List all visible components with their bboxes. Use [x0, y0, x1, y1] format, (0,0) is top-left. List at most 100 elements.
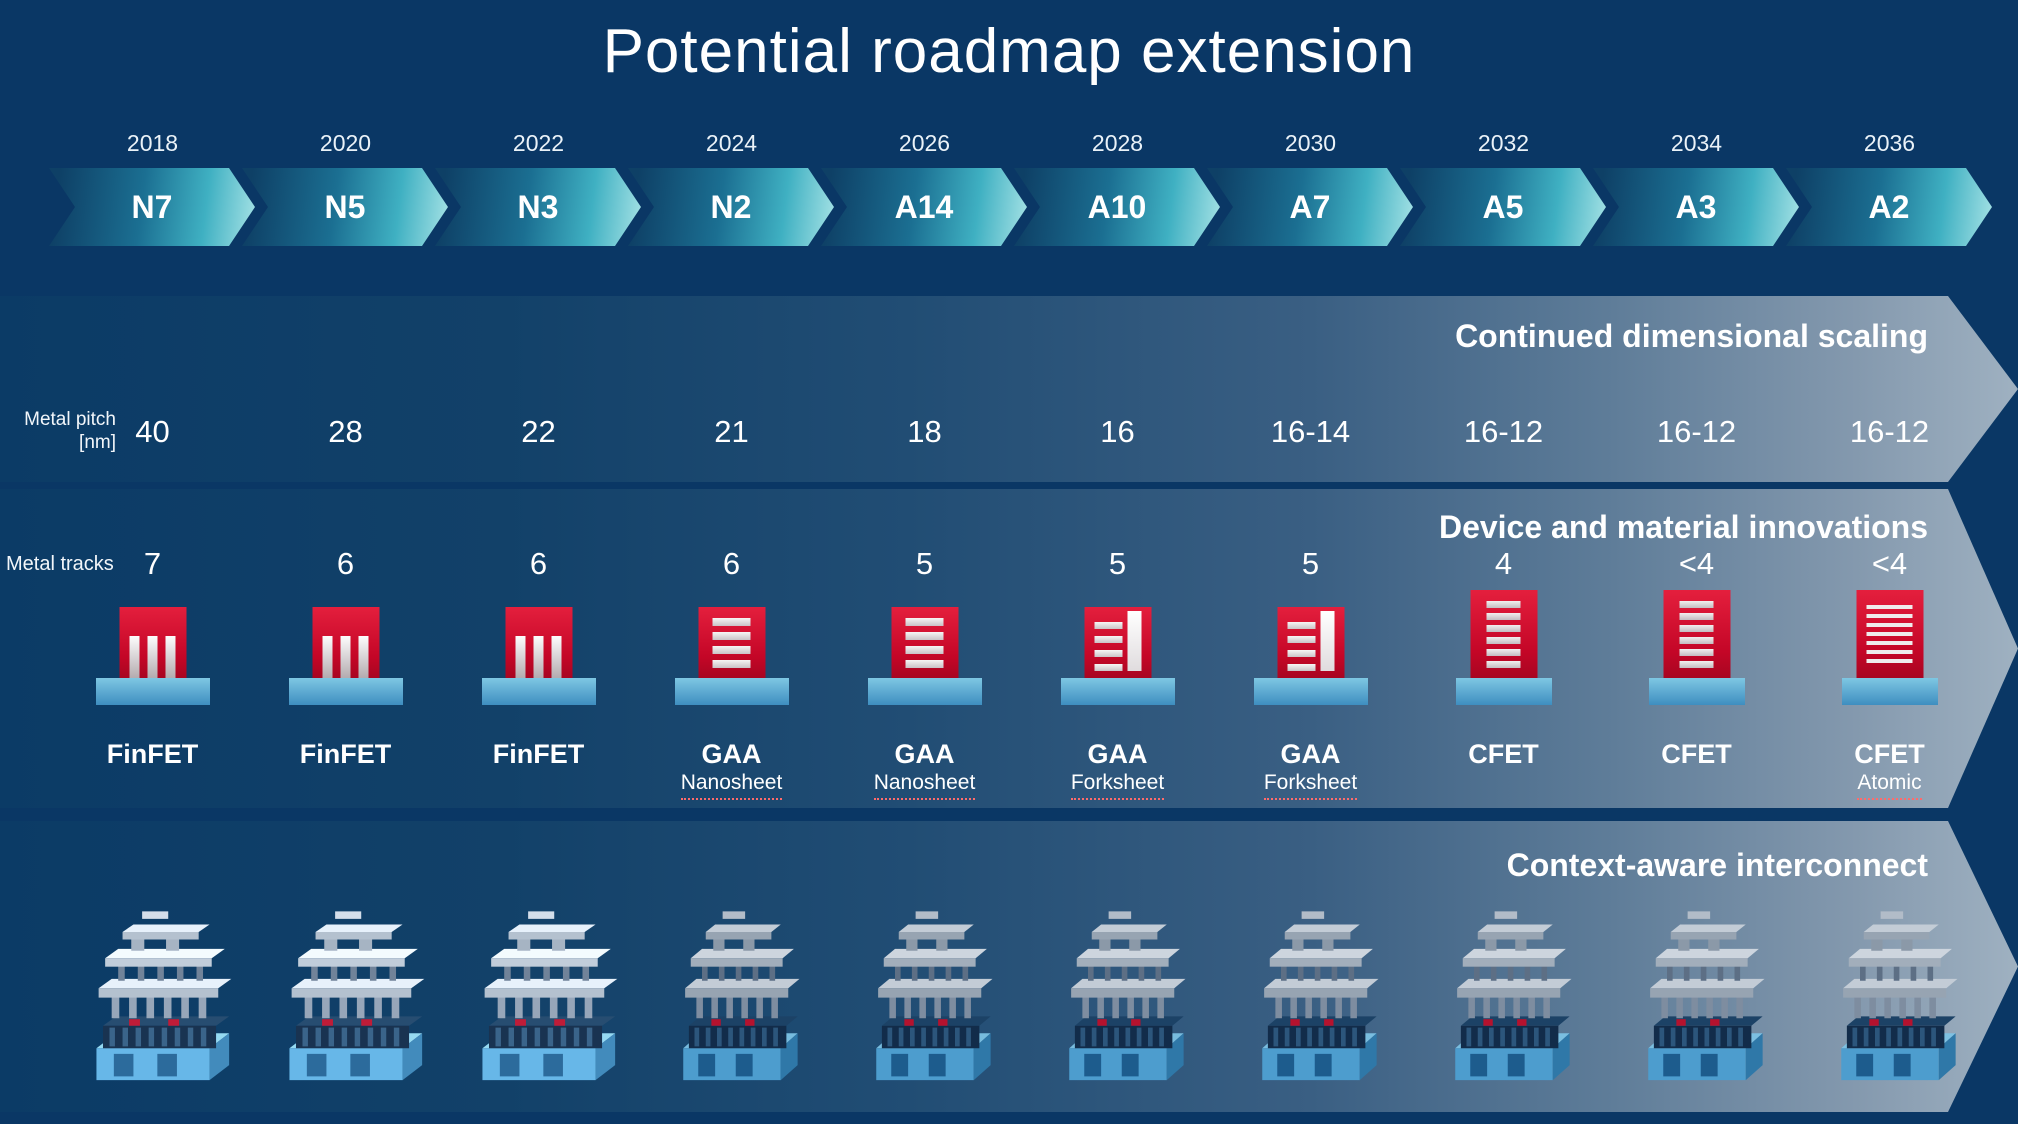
device-name: GAA	[1280, 739, 1341, 769]
device-name: GAA	[1087, 739, 1148, 769]
device-subname: Atomic	[1793, 770, 1986, 800]
device-red-block	[1663, 590, 1730, 678]
node-chevron: A3	[1593, 168, 1799, 246]
node-chevron: A2	[1786, 168, 1992, 246]
metal-tracks-values-row: 7 6 6 6 5 5 5 4 <4 <4	[0, 544, 1986, 584]
year-label: 2020	[319, 130, 372, 156]
interconnect-renders-row	[0, 897, 1986, 1102]
metal-pitch-value: 21	[714, 414, 749, 449]
device-column	[635, 590, 828, 705]
render-column	[1021, 897, 1214, 1102]
device-red-block	[1470, 590, 1537, 678]
device-name: FinFET	[106, 739, 199, 769]
device-base	[289, 678, 403, 705]
device-name: GAA	[894, 739, 955, 769]
render-column	[828, 897, 1021, 1102]
node-label: A7	[1289, 188, 1331, 225]
device-subname	[249, 770, 442, 800]
device-subname	[442, 770, 635, 800]
device-subname: Forksheet	[1214, 770, 1407, 800]
device-subname	[56, 770, 249, 800]
year-label: 2036	[1863, 130, 1916, 156]
interconnect-3d-render	[850, 897, 1000, 1102]
device-subname: Nanosheet	[828, 770, 1021, 800]
device-red-block	[1277, 607, 1344, 678]
device-column	[1600, 590, 1793, 705]
band-device-innovations: Device and material innovations Metal tr…	[0, 489, 2018, 808]
metal-pitch-value: 18	[907, 414, 942, 449]
node-label: A14	[894, 188, 954, 225]
metal-pitch-value: 16-14	[1270, 414, 1351, 449]
node-chevron: A10	[1014, 168, 1220, 246]
render-column	[635, 897, 828, 1102]
node-chevron: A7	[1207, 168, 1413, 246]
cfet-atomic-cross-section-icon	[1816, 590, 1964, 705]
device-column	[249, 590, 442, 705]
node-label: A2	[1868, 188, 1910, 225]
metal-tracks-value: 6	[336, 546, 355, 581]
metal-pitch-value: 22	[521, 414, 556, 449]
interconnect-3d-render	[1043, 897, 1193, 1102]
gaa-nanosheet-cross-section-icon	[851, 590, 999, 705]
finfet-cross-section-icon	[465, 590, 613, 705]
device-column	[1793, 590, 1986, 705]
metal-pitch-value: 16-12	[1656, 414, 1737, 449]
node-chevron: N5	[242, 168, 448, 246]
metal-tracks-value: 7	[143, 546, 162, 581]
metal-pitch-label-line1: Metal pitch	[24, 409, 116, 430]
metal-tracks-value: 5	[1301, 546, 1320, 581]
metal-tracks-value: 5	[1108, 546, 1127, 581]
metal-tracks-value: 5	[915, 546, 934, 581]
render-column	[442, 897, 635, 1102]
device-base	[1254, 678, 1368, 705]
device-red-block	[119, 607, 186, 678]
page-title: Potential roadmap extension	[602, 17, 1416, 86]
metal-tracks-value: 6	[529, 546, 548, 581]
interconnect-3d-render	[657, 897, 807, 1102]
device-subname	[1407, 770, 1600, 800]
device-name: CFET	[1854, 739, 1925, 769]
device-base	[1456, 678, 1552, 705]
interconnect-3d-render	[1815, 897, 1965, 1102]
metal-tracks-value: <4	[1678, 546, 1715, 581]
interconnect-3d-render	[66, 897, 240, 1102]
metal-pitch-row-label: Metal pitch [nm]	[8, 408, 116, 454]
node-label: A3	[1675, 188, 1717, 225]
year-label: 2024	[705, 130, 758, 156]
device-red-block	[505, 607, 572, 678]
metal-pitch-value: 16-12	[1849, 414, 1930, 449]
band-dimensional-scaling: Continued dimensional scaling Metal pitc…	[0, 296, 2018, 482]
node-chevron: A14	[821, 168, 1027, 246]
device-base	[868, 678, 982, 705]
device-name: GAA	[701, 739, 762, 769]
device-column	[1407, 590, 1600, 705]
device-icons-row	[0, 590, 1986, 705]
device-column	[1214, 590, 1407, 705]
metal-pitch-value: 28	[328, 414, 363, 449]
node-label: N5	[324, 188, 366, 225]
year-label: 2022	[512, 130, 565, 156]
interconnect-3d-render	[259, 897, 433, 1102]
device-subname: Forksheet	[1021, 770, 1214, 800]
node-chevron: N2	[628, 168, 834, 246]
node-label: A5	[1482, 188, 1524, 225]
gaa-forksheet-cross-section-icon	[1044, 590, 1192, 705]
device-base	[96, 678, 210, 705]
render-column	[1407, 897, 1600, 1102]
node-chevron-row: N7 N5 N3 N2 A14 A10 A7 A5 A3 A2	[49, 168, 1979, 246]
year-label: 2028	[1091, 130, 1144, 156]
device-subname	[1600, 770, 1793, 800]
year-label: 2034	[1670, 130, 1723, 156]
metal-pitch-values-row: 40 28 22 21 18 16 16-14 16-12 16-12 16-1…	[0, 412, 1986, 452]
device-base	[1061, 678, 1175, 705]
metal-pitch-value: 40	[135, 414, 170, 449]
device-subname: Nanosheet	[635, 770, 828, 800]
gaa-nanosheet-cross-section-icon	[658, 590, 806, 705]
finfet-cross-section-icon	[272, 590, 420, 705]
device-column	[828, 590, 1021, 705]
metal-pitch-value: 16-12	[1463, 414, 1544, 449]
device-base	[482, 678, 596, 705]
metal-tracks-value: <4	[1871, 546, 1908, 581]
band-title-device-innovations: Device and material innovations	[1438, 509, 1928, 545]
